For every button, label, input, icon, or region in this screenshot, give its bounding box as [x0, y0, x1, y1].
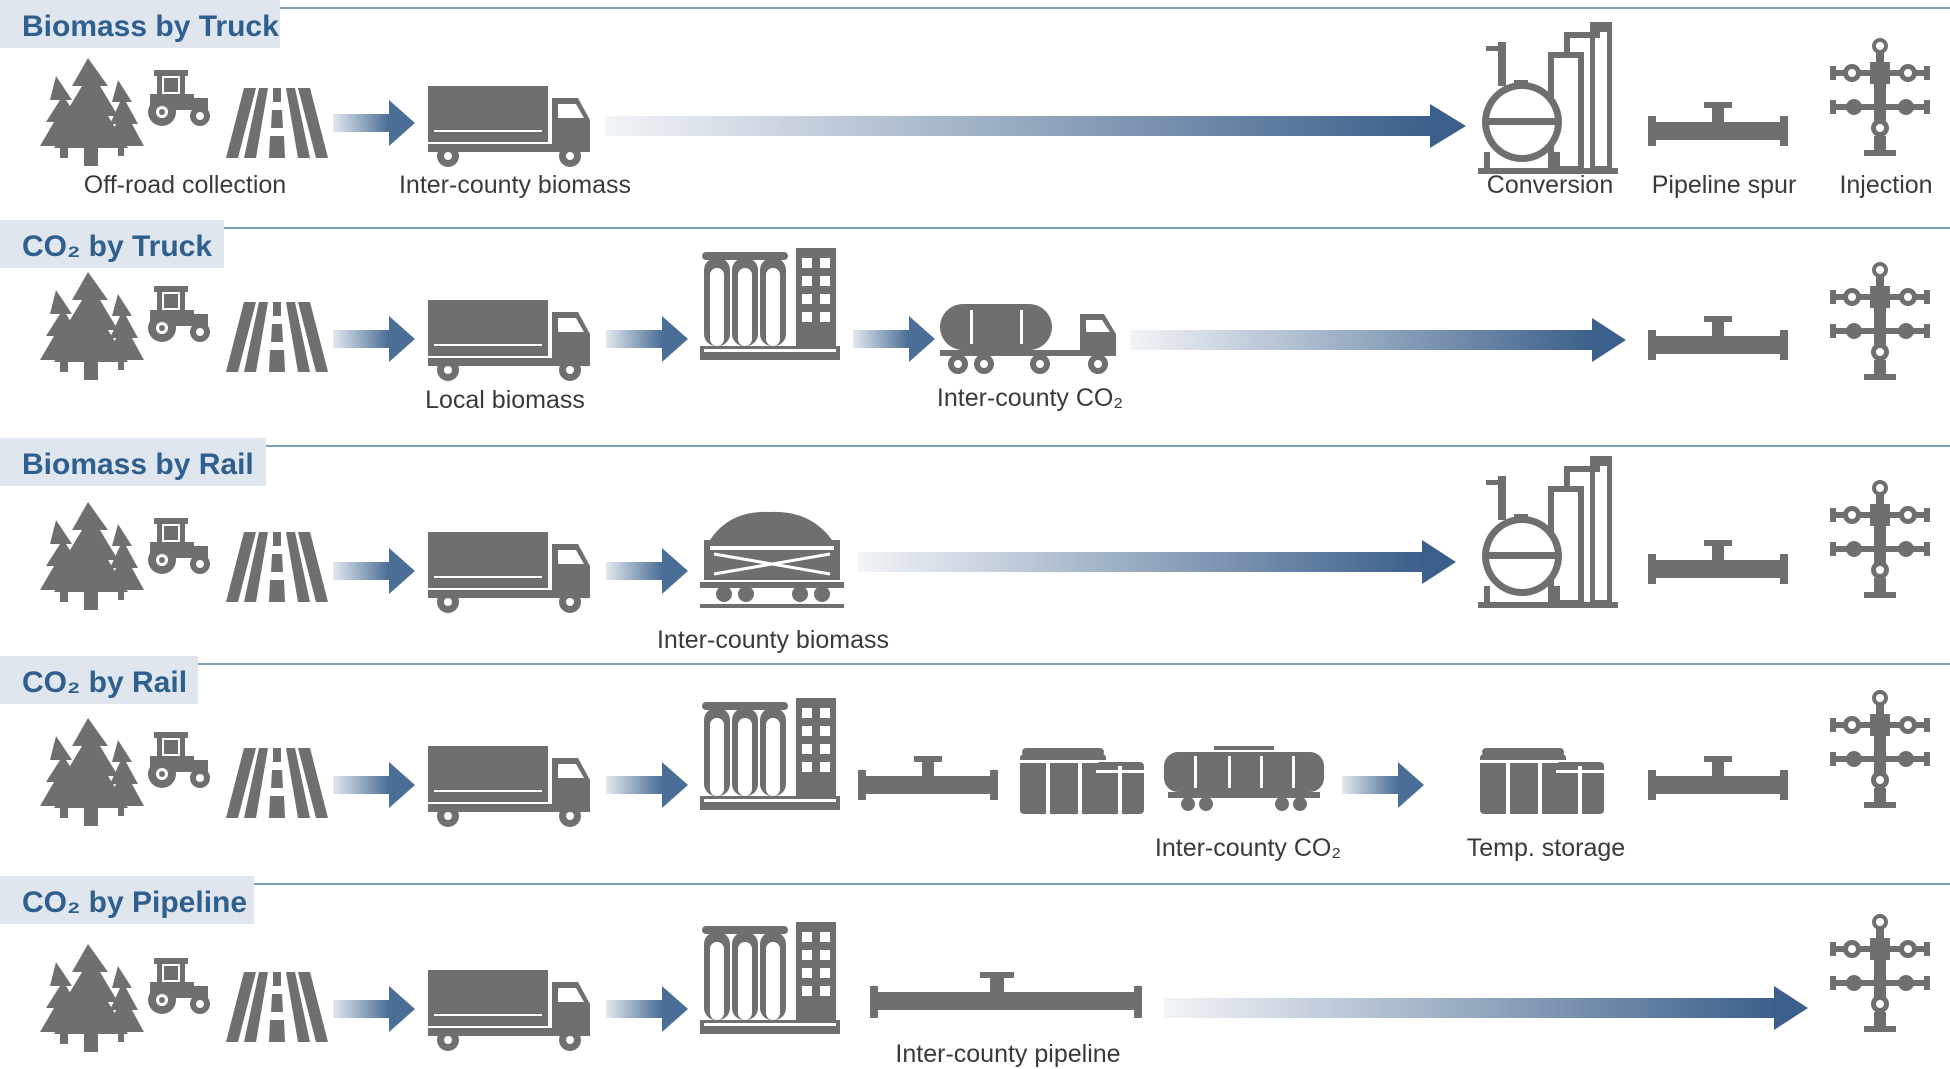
label-inter-county-biomass: Inter-county biomass — [399, 171, 631, 199]
label-off-road-collection: Off-road collection — [84, 171, 286, 199]
section-title: Biomass by Truck — [22, 10, 279, 43]
short-arrow-icon — [333, 316, 415, 362]
label-injection: Injection — [1839, 171, 1932, 199]
tractor-icon — [148, 518, 210, 574]
truck-icon — [428, 86, 590, 167]
section-title: CO₂ by Rail — [22, 666, 187, 699]
truck-icon — [428, 970, 590, 1051]
label-local-biomass: Local biomass — [425, 386, 585, 414]
silo-facility-icon — [700, 248, 840, 360]
trees-icon — [40, 718, 144, 826]
conversion-plant-icon — [1478, 22, 1618, 174]
trees-icon — [40, 944, 144, 1052]
short-arrow-icon — [606, 316, 688, 362]
short-arrow-icon — [333, 100, 415, 146]
wellhead-icon — [1830, 690, 1930, 808]
section-title-tab — [0, 438, 266, 486]
tanker-truck-icon — [940, 304, 1116, 374]
label-conversion: Conversion — [1487, 171, 1613, 199]
section-biomass-by-truck: Biomass by Truck Off-road collection Int… — [0, 0, 1950, 199]
pipeline-valve-icon — [870, 972, 1142, 1018]
section-title: Biomass by Rail — [22, 448, 254, 481]
trees-icon — [40, 502, 144, 610]
section-title: CO₂ by Truck — [22, 230, 212, 263]
short-arrow-icon — [1342, 762, 1424, 808]
short-arrow-icon — [333, 548, 415, 594]
label-pipeline-spur: Pipeline spur — [1652, 171, 1797, 199]
section-biomass-by-rail: Biomass by Rail Inter-county biomass — [0, 438, 1950, 654]
rail-tank-car-icon — [1164, 746, 1324, 811]
long-arrow-icon — [1164, 986, 1808, 1030]
rail-hopper-car-icon — [698, 510, 846, 610]
section-co2-by-truck: CO₂ by Truck Local biomass Inter-county … — [0, 220, 1950, 414]
section-title: CO₂ by Pipeline — [22, 886, 247, 919]
road-icon — [226, 302, 328, 372]
silo-facility-icon — [700, 922, 840, 1034]
section-title-tab — [0, 656, 198, 704]
pipeline-valve-icon — [1648, 316, 1788, 360]
wellhead-icon — [1830, 914, 1930, 1032]
pipeline-valve-icon — [1648, 756, 1788, 800]
long-arrow-icon — [858, 540, 1456, 584]
road-icon — [226, 748, 328, 818]
long-arrow-icon — [605, 104, 1466, 148]
short-arrow-icon — [853, 316, 935, 362]
tractor-icon — [148, 958, 210, 1014]
pipeline-valve-icon — [858, 756, 998, 800]
conversion-plant-icon — [1478, 456, 1618, 608]
short-arrow-icon — [333, 986, 415, 1032]
short-arrow-icon — [606, 986, 688, 1032]
road-icon — [226, 972, 328, 1042]
wellhead-icon — [1830, 262, 1930, 380]
pipeline-valve-icon — [1648, 102, 1788, 146]
short-arrow-icon — [606, 548, 688, 594]
road-icon — [226, 532, 328, 602]
section-title-tab — [0, 876, 254, 924]
wellhead-icon — [1830, 38, 1930, 156]
pipeline-valve-icon — [1648, 540, 1788, 584]
storage-tank-icon — [1020, 748, 1144, 814]
label-inter-county-co2: Inter-county CO₂ — [1155, 834, 1341, 862]
label-inter-county-biomass: Inter-county biomass — [657, 626, 889, 654]
tractor-icon — [148, 732, 210, 788]
tractor-icon — [148, 70, 210, 126]
truck-icon — [428, 746, 590, 827]
trees-icon — [40, 272, 144, 380]
truck-icon — [428, 532, 590, 613]
wellhead-icon — [1830, 480, 1930, 598]
section-title-tab — [0, 0, 280, 48]
label-inter-county-co2: Inter-county CO₂ — [937, 384, 1123, 412]
truck-icon — [428, 300, 590, 381]
silo-facility-icon — [700, 698, 840, 810]
label-temp-storage: Temp. storage — [1467, 834, 1625, 862]
section-co2-by-rail: CO₂ by Rail Inter-county CO₂ Temp. stora… — [0, 656, 1950, 862]
section-co2-by-pipeline: CO₂ by Pipeline Inter-county pipeline — [0, 876, 1950, 1068]
long-arrow-icon — [1130, 318, 1626, 362]
tractor-icon — [148, 286, 210, 342]
section-title-tab — [0, 220, 224, 268]
road-icon — [226, 88, 328, 158]
storage-tank-icon — [1480, 748, 1604, 814]
trees-icon — [40, 58, 144, 166]
short-arrow-icon — [606, 762, 688, 808]
short-arrow-icon — [333, 762, 415, 808]
label-inter-county-pipeline: Inter-county pipeline — [895, 1040, 1120, 1068]
